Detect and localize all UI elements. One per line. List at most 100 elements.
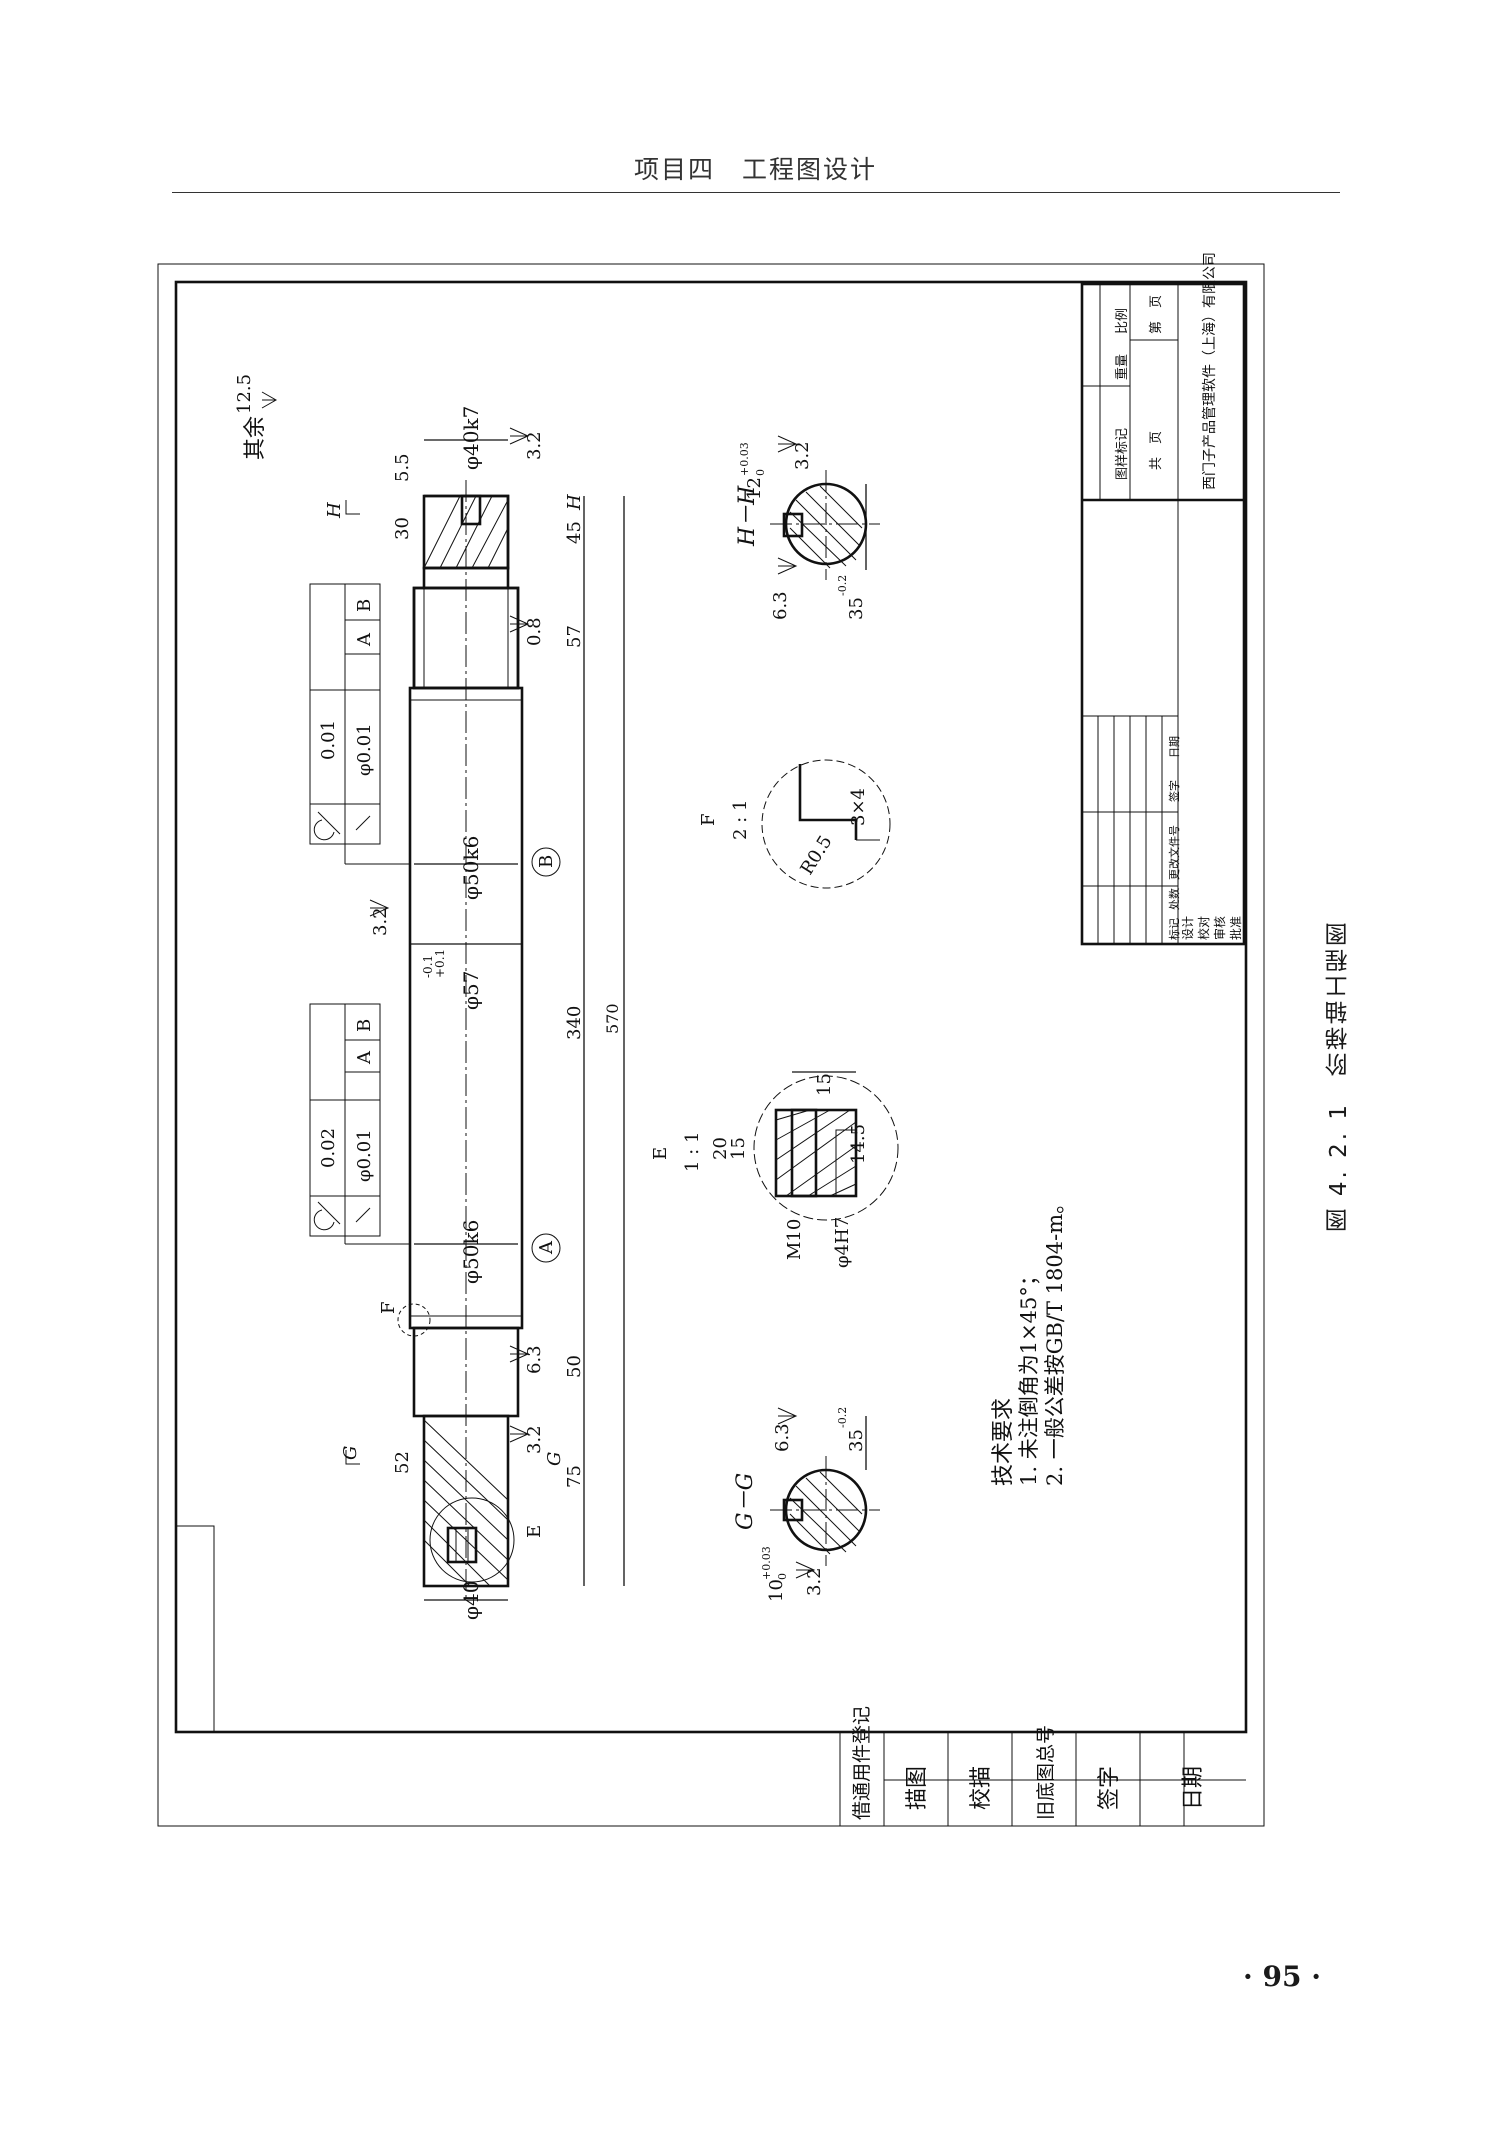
roughness-value: 0.8 — [524, 617, 545, 646]
section-markers: H H G G E F — [324, 494, 585, 1538]
shaft-dimensions: φ40k7 5.5 30 45 57 φ50k6 φ57 +0.1 -0.1 3… — [392, 406, 625, 1620]
dim-d57-tol-up: +0.1 — [433, 949, 447, 978]
side-strip-label: 描图 — [905, 1766, 930, 1810]
roughness-value: 3.2 — [370, 907, 391, 936]
detail-f-radius: R0.5 — [796, 832, 836, 879]
section-gg-depth: 35 — [846, 1429, 867, 1452]
figure-caption: 图 4. 2. 1 阶梯轴工程图 — [1326, 920, 1352, 1233]
tech-req-heading: 技术要求 — [991, 1398, 1016, 1486]
section-hh-roughness-a: 3.2 — [792, 441, 813, 470]
section-hh-roughness-b: 6.3 — [770, 591, 791, 620]
gdt-ref-a: A — [354, 632, 375, 647]
dim-d40: φ40 — [459, 1581, 483, 1620]
section-hh: H－H 12 +0.03 0 3.2 6.3 35 -0.2 — [735, 435, 880, 620]
gdt-tol1: 0.02 — [318, 1128, 339, 1168]
gdt-ref-a: A — [354, 1050, 375, 1065]
side-strip-label: 签字 — [1097, 1766, 1122, 1810]
detail-f-chamfer: 3×4 — [848, 788, 869, 826]
section-letter-f: F — [378, 1302, 399, 1315]
side-strip-label: 借通用件登记 — [851, 1706, 873, 1820]
detail-e-title: E — [650, 1147, 671, 1160]
corner-box — [175, 1525, 215, 1733]
detail-e-scale: 1 : 1 — [682, 1132, 703, 1172]
side-strip-label: 日期 — [1181, 1766, 1206, 1810]
dim-45: 45 — [564, 521, 585, 544]
section-gg-roughness-a: 3.2 — [804, 1567, 825, 1596]
gdt-ref-b: B — [354, 599, 375, 612]
detail-f: F 2 : 1 R0.5 3×4 — [698, 759, 891, 889]
dim-52: 52 — [392, 1451, 413, 1474]
section-gg-title: G－G — [733, 1473, 758, 1530]
rev-header: 标记 — [1167, 918, 1181, 940]
page-number: · 95 · — [1243, 1960, 1321, 1993]
section-letter-e: E — [524, 1525, 545, 1538]
title-block-cell: 第 页 — [1149, 295, 1164, 334]
gdt-frame-upper: 0.01 φ0.01 A B — [309, 583, 410, 865]
side-strip-label: 旧底图总号 — [1035, 1725, 1057, 1820]
roughness-value: 3.2 — [524, 1425, 545, 1454]
section-gg-width-tol-lo: 0 — [776, 1573, 789, 1580]
section-hh-depth-tol: -0.2 — [836, 575, 849, 596]
tech-req-item: 2. 一般公差按GB/T 1804-m。 — [1043, 1193, 1067, 1486]
header-rule — [172, 192, 1340, 193]
rev-header: 更改文件号 — [1167, 825, 1181, 880]
dim-57: 57 — [564, 625, 585, 648]
dim-75: 75 — [564, 1465, 585, 1488]
gdt-tol1: 0.01 — [318, 720, 339, 760]
detail-e-d14-5: 14.5 — [848, 1124, 869, 1164]
role-label: 设计 — [1181, 916, 1195, 940]
section-hh-width-tol-lo: 0 — [754, 469, 767, 476]
detail-e-d4h7: φ4H7 — [832, 1217, 853, 1268]
dim-30: 30 — [392, 517, 413, 540]
detail-e-d15a: 15 — [814, 1073, 835, 1096]
dim-5-5: 5.5 — [392, 453, 413, 482]
dim-d57-tol-lo: -0.1 — [421, 955, 435, 978]
side-strip-label: 校描 — [969, 1766, 994, 1810]
side-strip: 借通用件登记 描图 校描 旧底图总号 签字 日期 — [839, 1706, 1246, 1826]
section-gg-width-tol: +0.03 — [760, 1546, 773, 1580]
section-letter-h: H — [564, 494, 585, 511]
section-hh-depth: 35 — [846, 597, 867, 620]
section-gg-depth-tol: -0.2 — [836, 1407, 849, 1428]
detail-e-m10: M10 — [784, 1219, 805, 1260]
tech-requirements: 技术要求 1. 未注倒角为1×45°； 2. 一般公差按GB/T 1804-m。 — [991, 1193, 1067, 1486]
shaft-main-view — [397, 480, 524, 1600]
dim-d40k7: φ40k7 — [459, 406, 483, 470]
section-gg-width: 10 — [766, 1579, 787, 1602]
sheet-outer-border — [157, 263, 1265, 1827]
title-block: 图样标记 重量 比例 共 页 第 页 西门子产品管理软件（上海）有限公司 标记 … — [1080, 252, 1246, 946]
dim-d50k6-a: φ50k6 — [459, 1220, 483, 1284]
dim-340: 340 — [564, 1006, 585, 1040]
dim-50: 50 — [564, 1355, 585, 1378]
section-hh-width-tol: +0.03 — [738, 442, 751, 476]
section-hh-title: H－H — [735, 485, 760, 547]
section-hh-width: 12 — [744, 477, 765, 500]
title-block-cell: 比例 — [1115, 308, 1130, 334]
dim-d50k6-b: φ50k6 — [459, 836, 483, 900]
roughness-marks: 3.2 0.8 3.2 6.3 3.2 — [369, 427, 545, 1454]
role-label: 批准 — [1228, 916, 1243, 940]
dim-d57: φ57 — [459, 971, 483, 1010]
rev-header: 签字 — [1167, 780, 1181, 802]
gdt-frame-lower: 0.02 φ0.01 A B — [309, 1003, 410, 1245]
detail-e: E 1 : 1 15 20 15 14.5 M10 φ4H7 — [650, 1071, 899, 1268]
gdt-ref-b: B — [354, 1019, 375, 1032]
tech-req-item: 1. 未注倒角为1×45°； — [1017, 1265, 1041, 1486]
surface-default: 其余 12.5 — [234, 374, 278, 460]
datum-markers: B A — [531, 847, 561, 1263]
title-block-cell: 共 页 — [1149, 431, 1164, 470]
title-block-cell: 图样标记 — [1115, 428, 1130, 480]
rev-header: 日期 — [1168, 736, 1181, 758]
detail-e-d20: 20 — [710, 1137, 731, 1160]
roughness-value: 6.3 — [524, 1345, 545, 1374]
section-gg-roughness-b: 6.3 — [772, 1423, 793, 1452]
title-block-cell: 重量 — [1114, 354, 1130, 380]
surface-default-label: 其余 — [243, 416, 268, 460]
role-label: 校对 — [1196, 916, 1211, 940]
detail-f-title: F — [698, 814, 719, 827]
gdt-tol2: φ0.01 — [354, 1129, 375, 1182]
datum-b: B — [536, 855, 557, 868]
page-header-title: 项目四 工程图设计 — [633, 155, 877, 184]
role-label: 审核 — [1212, 916, 1227, 940]
